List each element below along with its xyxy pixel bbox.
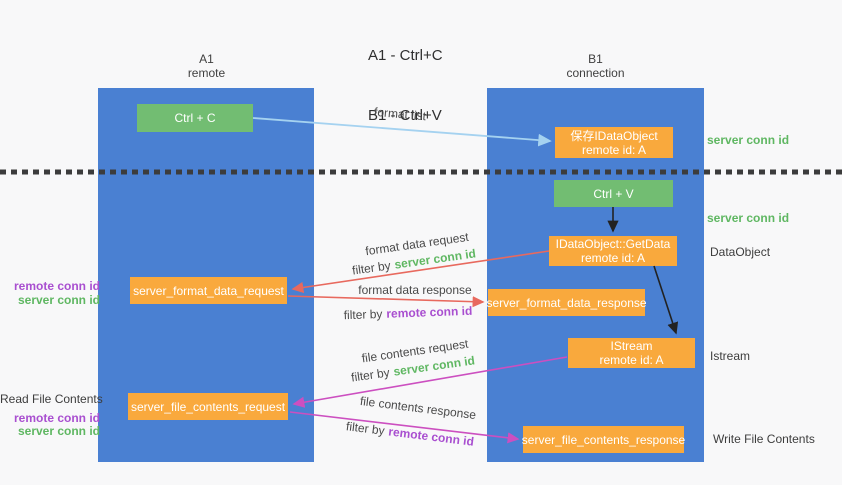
right-column-header: B1 connection xyxy=(487,52,704,80)
right-column-name: B1 xyxy=(588,52,603,66)
remote-conn-id-filter-1: remote conn id xyxy=(386,303,473,321)
istream-side-label: Istream xyxy=(710,349,751,363)
getdata-line2: remote id: A xyxy=(580,251,646,265)
format-data-response-label: format data response xyxy=(358,283,472,297)
server-conn-id-mid-label: server conn id xyxy=(707,211,790,225)
file-request-box: server_file_contents_request xyxy=(128,393,288,420)
save-dataobject-line2: remote id: A xyxy=(581,142,647,157)
istream-box: IStream remote id: A xyxy=(568,338,695,368)
istream-line2: remote id: A xyxy=(599,353,664,367)
file-response-box: server_file_contents_response xyxy=(521,426,686,453)
server-conn-id-label-2: server conn id xyxy=(17,424,100,438)
filter-by-text-4: filter by xyxy=(345,419,386,438)
left-column-header: A1 remote xyxy=(98,52,315,80)
save-dataobject-line1: 保存IDataObject xyxy=(570,128,658,143)
remote-conn-id-filter-2: remote conn id xyxy=(387,424,475,449)
page-title: A1 - Ctrl+C B1 - Ctrl+V xyxy=(368,6,443,166)
getdata-box: IDataObject::GetData remote id: A xyxy=(549,236,677,266)
ctrl-c-box: Ctrl + C xyxy=(137,104,253,132)
filter-by-text-1: filter by xyxy=(351,258,392,278)
file-request-label: server_file_contents_request xyxy=(130,399,286,414)
file-contents-response-label: file contents response xyxy=(359,393,477,423)
read-file-contents-label: Read File Contents xyxy=(0,392,103,406)
dataobject-label: DataObject xyxy=(710,245,771,259)
format-request-box: server_format_data_request xyxy=(130,277,287,304)
remote-conn-id-label-1: remote conn id xyxy=(13,279,100,293)
format-request-label: server_format_data_request xyxy=(133,283,284,298)
left-column-role: remote xyxy=(187,66,226,80)
save-dataobject-box: 保存IDataObject remote id: A xyxy=(555,127,673,158)
istream-line1: IStream xyxy=(610,339,653,353)
right-column-role: connection xyxy=(566,66,625,80)
server-conn-id-top-label: server conn id xyxy=(707,133,790,147)
ctrl-v-label: Ctrl + V xyxy=(593,186,634,201)
write-file-contents-label: Write File Contents xyxy=(713,432,815,446)
format-response-label: server_format_data_response xyxy=(486,295,647,310)
server-conn-id-label-1: server conn id xyxy=(17,293,100,307)
left-column-name: A1 xyxy=(199,52,214,66)
ctrl-c-label: Ctrl + C xyxy=(174,111,216,125)
format-response-box: server_format_data_response xyxy=(486,289,647,316)
getdata-line1: IDataObject::GetData xyxy=(555,237,671,251)
remote-conn-id-label-2: remote conn id xyxy=(13,411,100,425)
ctrl-v-box: Ctrl + V xyxy=(554,180,673,207)
filter-by-text-3: filter by xyxy=(350,365,391,385)
title-line-1: A1 - Ctrl+C xyxy=(368,47,443,64)
file-response-label: server_file_contents_response xyxy=(521,432,686,447)
filter-by-text-2: filter by xyxy=(343,306,383,323)
